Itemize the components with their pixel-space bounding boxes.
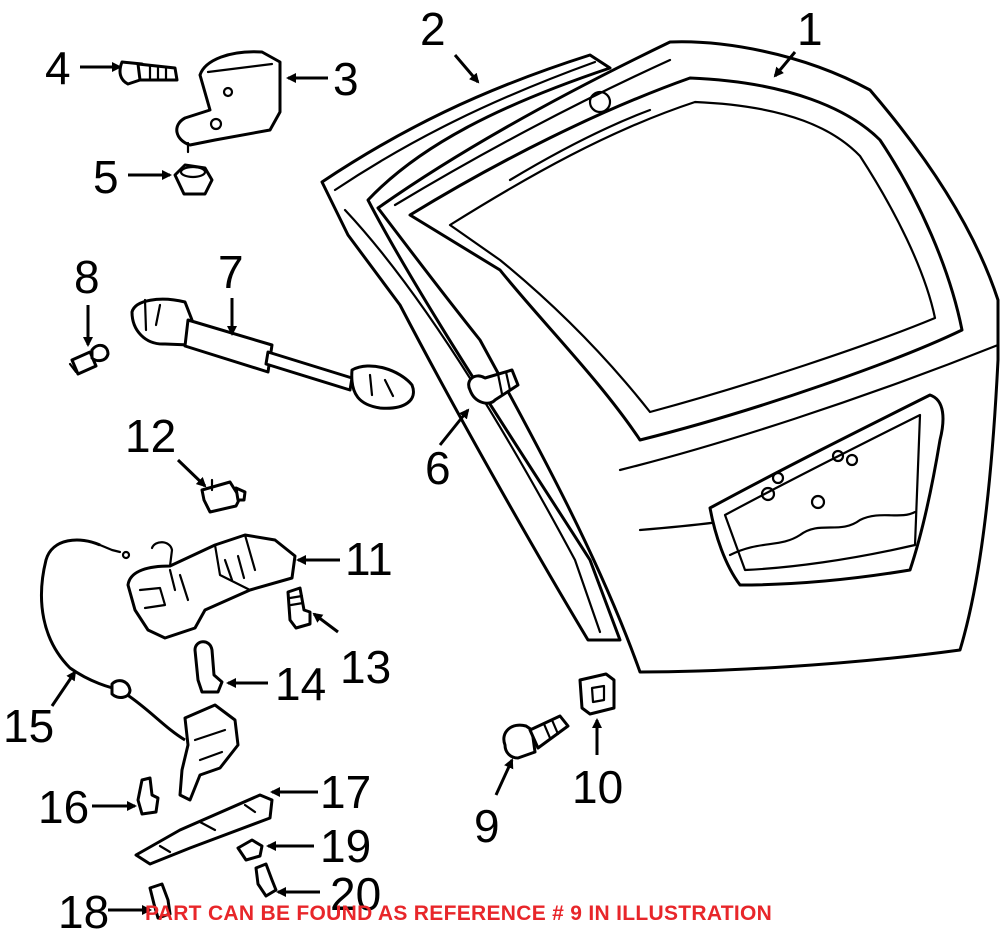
callout-labels: 1 2 3 4 5 6 7 8 9 10 11 12 13 14 15 16 1…	[3, 3, 823, 934]
callout-17: 17	[320, 766, 371, 818]
latch-bolt-part	[286, 586, 312, 630]
release-cable-part	[40, 538, 240, 802]
callout-7: 7	[218, 246, 244, 298]
cable-bolt-part	[136, 776, 160, 816]
hinge-nut-part	[173, 163, 214, 196]
lift-support-strut-part	[130, 297, 415, 410]
screw-part	[254, 862, 278, 898]
callout-16: 16	[38, 781, 89, 833]
bumper-block-part	[578, 672, 616, 716]
weatherstrip-seal-part	[320, 53, 622, 642]
callout-2: 2	[420, 3, 446, 55]
callout-14: 14	[275, 658, 326, 710]
screw-18-part	[148, 882, 172, 920]
callout-10: 10	[572, 761, 623, 813]
callout-12: 12	[125, 410, 176, 462]
callout-4: 4	[45, 42, 71, 94]
clip-part	[236, 838, 264, 862]
callout-13: 13	[340, 641, 391, 693]
latch-bumper-part	[193, 640, 224, 694]
callout-19: 19	[320, 820, 371, 872]
liftgate-part	[376, 40, 1000, 674]
callout-18: 18	[58, 886, 109, 934]
handle-bracket-part	[134, 793, 274, 866]
callout-11: 11	[345, 533, 393, 585]
callout-9: 9	[474, 800, 500, 852]
switch-part	[200, 478, 247, 514]
leader-lines	[50, 51, 797, 915]
liftgate-ball-stud-part	[467, 368, 520, 405]
callout-6: 6	[425, 442, 451, 494]
hinge-part	[175, 50, 282, 154]
ball-stud-part	[68, 343, 110, 376]
hinge-bolt-part	[118, 60, 179, 86]
callout-20: 20	[330, 868, 381, 920]
callout-8: 8	[74, 251, 100, 303]
callout-3: 3	[333, 53, 359, 105]
callout-5: 5	[93, 151, 119, 203]
striker-bolt-part	[502, 714, 570, 760]
callout-15: 15	[3, 700, 54, 752]
callout-1: 1	[797, 3, 823, 55]
reference-footnote: PART CAN BE FOUND AS REFERENCE # 9 IN IL…	[145, 902, 773, 925]
latch-part	[126, 533, 297, 640]
